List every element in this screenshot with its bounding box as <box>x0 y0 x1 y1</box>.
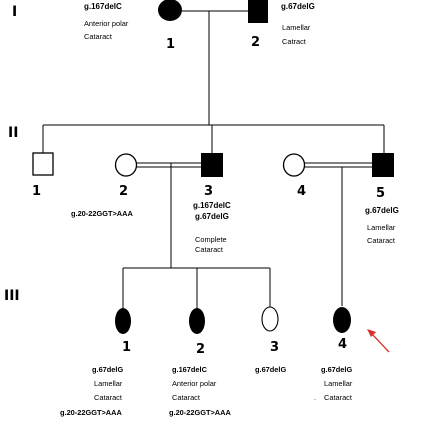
gen3-2-variant: g.20-22GGT>AAA <box>169 408 231 417</box>
gen3-1-number: 1 <box>122 340 132 355</box>
gen2-2-unaffected-circle <box>114 153 138 177</box>
gen3-1-phenotype-2: Cataract <box>94 393 122 402</box>
gen3-2-phenotype-1: Anterior polar <box>172 379 217 388</box>
gen2-2-number: 2 <box>119 184 129 199</box>
gen3-1-affected-oval <box>115 308 131 334</box>
gen3-2-phenotype-2: Cataract <box>172 393 200 402</box>
gen1-left-number: 1 <box>166 37 176 52</box>
gen3-4-affected-oval <box>333 307 351 333</box>
proband-arrow-icon <box>367 329 390 353</box>
gen2-3-phenotype-1: Complete <box>195 235 227 244</box>
gen2-4-number: 4 <box>297 184 307 199</box>
gen3-4-number: 4 <box>338 337 348 352</box>
gen3-3-mutation: g.67delG <box>255 365 287 374</box>
gen3-4-phenotype-2: Cataract <box>324 393 352 402</box>
gen1-left-affected-circle <box>158 0 182 21</box>
gen3-1-mutation: g.67delG <box>92 365 124 374</box>
gen2-5-phenotype-1: Lamellar <box>367 223 396 232</box>
gen3-1-variant: g.20-22GGT>AAA <box>60 408 122 417</box>
gen1-right-phenotype-1: Lamellar <box>282 23 311 32</box>
gen3-2-affected-oval <box>189 308 205 334</box>
gen3-3-number: 3 <box>270 340 280 355</box>
gen2-1-number: 1 <box>32 184 42 199</box>
gen3-4-mutation: g.67delG <box>321 365 353 374</box>
gen3-4-phenotype-1: Lamellar <box>324 379 353 388</box>
gen2-3-mutation-1: g.167delC <box>193 201 231 210</box>
gen1-right-phenotype-2: Catract <box>282 37 306 46</box>
gen1-left-mutation: g.167delC <box>84 2 122 11</box>
gen2-3-phenotype-2: Cataract <box>195 245 223 254</box>
gen2-3-mutation-2: g.67delG <box>195 212 229 221</box>
gen2-5-number: 5 <box>376 186 386 201</box>
gen2-3-number: 3 <box>204 184 214 199</box>
gen2-4-unaffected-circle <box>282 153 306 177</box>
gen3-3-unaffected-oval <box>261 306 279 332</box>
gen3-2-mutation: g.167delC <box>172 365 207 374</box>
gen2-2-variant: g.20-22GGT>AAA <box>71 209 133 218</box>
gen3-2-number: 2 <box>196 342 206 357</box>
generation-label-iii: III <box>4 288 20 304</box>
gen2-5-affected-square <box>372 153 394 177</box>
gen2-3-affected-square <box>201 153 223 177</box>
gen1-right-mutation: g.67delG <box>281 2 315 11</box>
gen2-5-phenotype-2: Cataract <box>367 236 395 245</box>
generation-label-i: I <box>12 4 18 20</box>
gen3-1-phenotype-1: Lamellar <box>94 379 123 388</box>
gen2-5-mutation: g.67delG <box>365 206 399 215</box>
gen1-left-phenotype-1: Anterior polar <box>84 19 129 28</box>
gen1-left-phenotype-2: Cataract <box>84 32 112 41</box>
gen1-right-number: 2 <box>251 35 261 50</box>
gen1-right-affected-square <box>248 0 268 23</box>
generation-label-ii: II <box>8 125 19 141</box>
gen2-1-unaffected-square <box>32 152 54 176</box>
gen3-4-dot: . <box>314 393 317 402</box>
